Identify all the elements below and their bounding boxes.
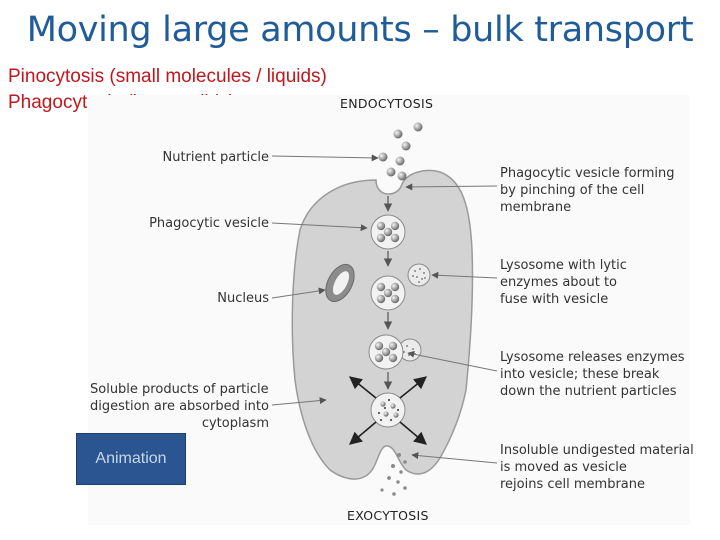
- label-soluble-line-3: cytoplasm: [202, 416, 269, 431]
- label-soluble-line-1: Soluble products of particle: [90, 382, 269, 397]
- exocytosed-material: [380, 453, 407, 496]
- fused-vesicle: [368, 334, 422, 370]
- label-lysosome-line-2: enzymes about to: [500, 275, 617, 290]
- phagocytic-vesicle: [370, 214, 406, 250]
- nucleus-inner: [332, 271, 350, 295]
- cell-body: [291, 169, 474, 480]
- label-lysosome-line-1: Lysosome with lytic: [500, 258, 627, 273]
- label-insoluble-line-3: rejoins cell membrane: [500, 477, 645, 492]
- label-releases-line-3: down the nutrient particles: [500, 384, 677, 399]
- label-soluble-line-2: digestion are absorbed into: [90, 399, 269, 414]
- label-nutrient-particle: Nutrient particle: [162, 150, 269, 165]
- label-forming-line-3: membrane: [500, 200, 571, 215]
- label-releases-line-2: into vesicle; these break: [500, 367, 660, 382]
- label-insoluble-line-2: is moved as vesicle: [500, 460, 627, 475]
- label-nucleus: Nucleus: [217, 291, 269, 306]
- label-forming-line-1: Phagocytic vesicle forming: [500, 166, 674, 181]
- endocytosis-header: ENDOCYTOSIS: [340, 96, 433, 111]
- label-insoluble-line-1: Insoluble undigested material: [500, 443, 694, 458]
- digestion-vesicle: [370, 392, 406, 428]
- label-forming-line-2: by pinching of the cell: [500, 183, 644, 198]
- label-lysosome-line-3: fuse with vesicle: [500, 292, 608, 307]
- label-phagocytic-vesicle: Phagocytic vesicle: [149, 216, 269, 231]
- vesicle-with-lysosome: [370, 275, 406, 311]
- lysosome: [407, 263, 431, 287]
- animation-button[interactable]: Animation: [76, 433, 186, 485]
- slide-title: Moving large amounts – bulk transport: [26, 10, 694, 50]
- exocytosis-header: EXOCYTOSIS: [347, 508, 429, 523]
- subtitle-pinocytosis: Pinocytosis (small molecules / liquids): [8, 66, 327, 87]
- nutrient-particles: [378, 122, 423, 181]
- label-releases-line-1: Lysosome releases enzymes: [500, 350, 685, 365]
